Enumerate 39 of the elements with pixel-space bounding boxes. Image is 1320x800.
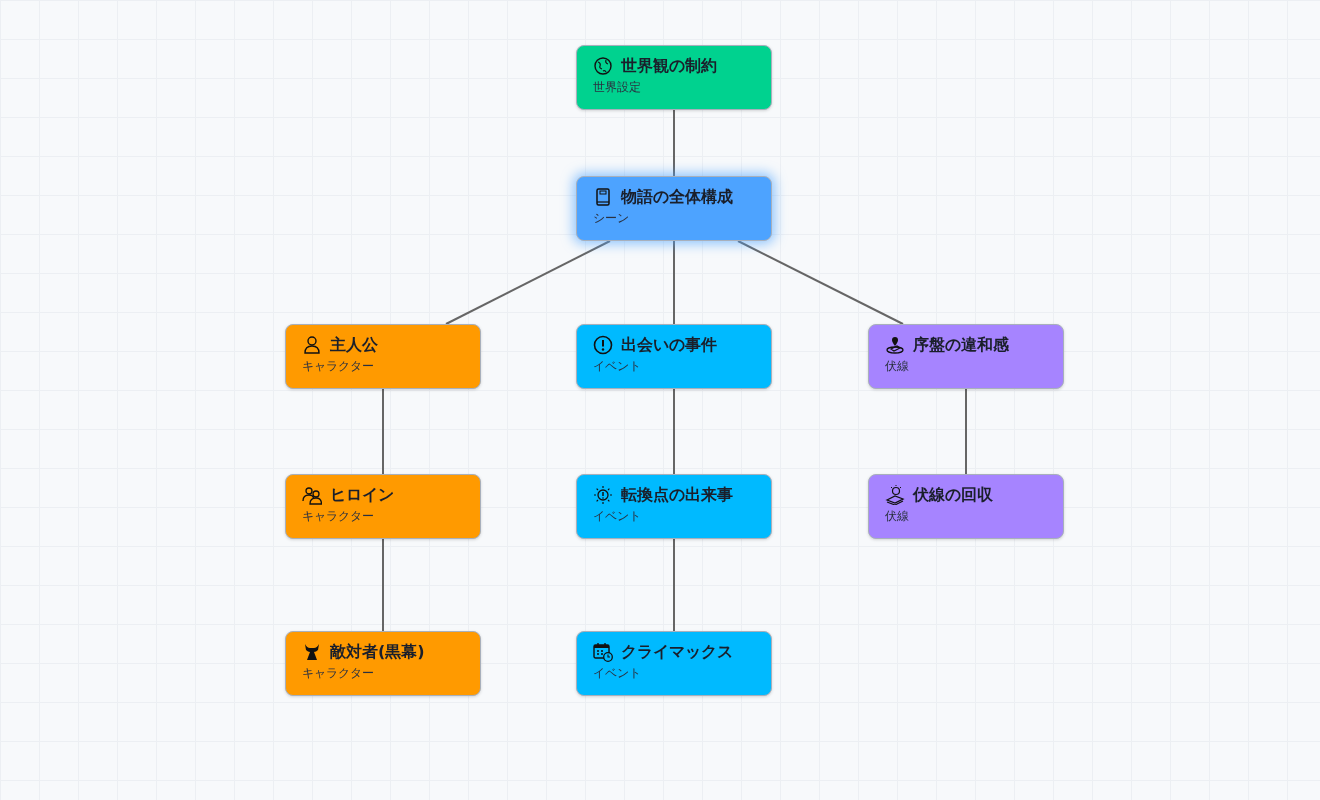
node-card — [868, 474, 1064, 539]
node-title: 世界観の制約 — [621, 55, 717, 77]
node-title: 出会いの事件 — [621, 334, 717, 356]
node-title: クライマックス — [621, 641, 733, 663]
node-type-label: 伏線 — [885, 509, 909, 523]
node-title: 物語の全体構成 — [621, 186, 733, 208]
node-title: 序盤の違和感 — [913, 334, 1009, 356]
connector-line — [673, 388, 675, 475]
node-card — [868, 324, 1064, 389]
connector-line — [673, 240, 675, 325]
node-type-label: 伏線 — [885, 359, 909, 373]
node-type-label: イベント — [593, 509, 641, 523]
node-card — [576, 474, 772, 539]
node-type-label: キャラクター — [302, 666, 374, 680]
connector-line — [673, 538, 675, 632]
connector-line — [382, 538, 384, 632]
node-type-label: シーン — [593, 211, 629, 225]
node-type-label: 世界設定 — [593, 80, 641, 94]
node-title: 伏線の回収 — [913, 484, 993, 506]
connector-line — [382, 388, 384, 475]
connector-line — [737, 240, 904, 325]
node-card — [576, 631, 772, 696]
node-title: 敵対者(黒幕) — [330, 641, 425, 663]
node-card — [576, 324, 772, 389]
node-card — [576, 176, 772, 241]
node-card — [576, 45, 772, 110]
connector-line — [965, 388, 967, 475]
node-card — [285, 474, 481, 539]
node-type-label: キャラクター — [302, 359, 374, 373]
node-card — [285, 631, 481, 696]
node-card — [285, 324, 481, 389]
node-type-label: イベント — [593, 666, 641, 680]
connector-line — [445, 240, 611, 325]
node-type-label: キャラクター — [302, 509, 374, 523]
node-title: ヒロイン — [330, 484, 394, 506]
connector-line — [673, 109, 675, 177]
node-type-label: イベント — [593, 359, 641, 373]
node-title: 主人公 — [330, 334, 378, 356]
node-title: 転換点の出来事 — [621, 484, 733, 506]
